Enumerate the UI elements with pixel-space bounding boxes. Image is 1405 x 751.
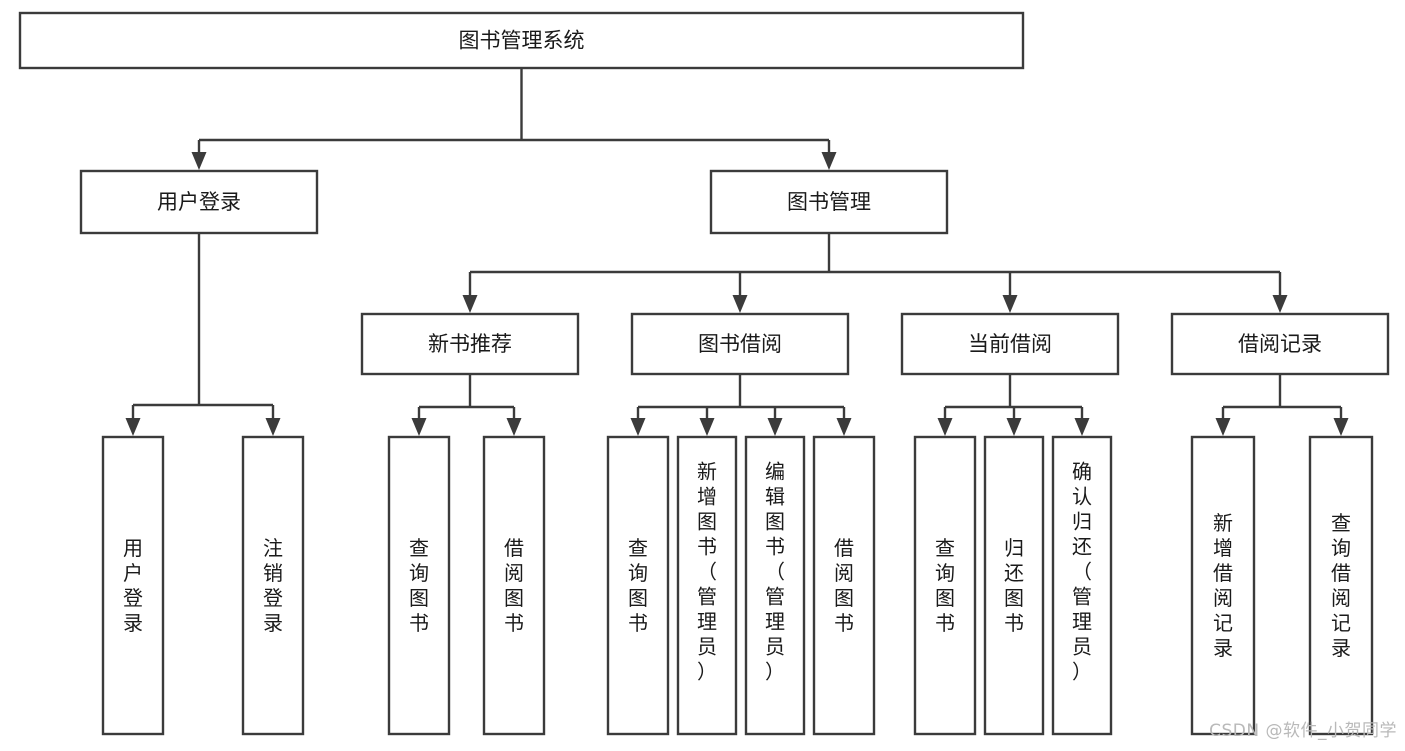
node-box-leaf-query-book-1 [387, 435, 451, 736]
node-label-book-manage: 图书管理 [787, 190, 871, 214]
node-label-leaf-query-book-1: 查询图书 [409, 536, 429, 635]
node-borrow-record[interactable]: 借阅记录 [1170, 312, 1390, 376]
node-label-leaf-query-record: 查询借阅记录 [1331, 511, 1351, 660]
node-box-leaf-add-book [676, 435, 738, 736]
node-box-leaf-logout [241, 435, 305, 736]
node-label-user-login: 用户登录 [157, 190, 241, 214]
node-box-book-manage [709, 169, 949, 235]
node-box-leaf-borrow-book-2 [812, 435, 876, 736]
node-label-current-borrow: 当前借阅 [968, 332, 1052, 356]
node-book-manage[interactable]: 图书管理 [709, 169, 949, 235]
node-box-leaf-borrow-book-1 [482, 435, 546, 736]
arrow-head [506, 418, 522, 436]
arrow-head [1333, 418, 1349, 436]
node-label-leaf-add-record: 新增借阅记录 [1213, 511, 1233, 660]
node-leaf-add-record[interactable]: 新增借阅记录 [1190, 435, 1256, 736]
node-leaf-query-book-3[interactable]: 查询图书 [913, 435, 977, 736]
node-box-new-book-recommend [360, 312, 580, 376]
watermark-label: CSDN @软件_小贺同学 [1209, 721, 1397, 741]
node-label-leaf-borrow-book-1: 借阅图书 [504, 536, 524, 635]
arrow-head [1272, 295, 1288, 313]
node-label-leaf-query-book-3: 查询图书 [935, 536, 955, 635]
node-new-book-recommend[interactable]: 新书推荐 [360, 312, 580, 376]
node-box-leaf-add-record [1190, 435, 1256, 736]
node-leaf-confirm-return[interactable]: 确认归还（管理员） [1051, 435, 1113, 736]
node-box-book-borrow [630, 312, 850, 376]
arrow-head [191, 152, 207, 170]
node-leaf-user-login[interactable]: 用户登录 [101, 435, 165, 736]
arrow-head [699, 418, 715, 436]
node-leaf-borrow-book-2[interactable]: 借阅图书 [812, 435, 876, 736]
node-box-leaf-query-record [1308, 435, 1374, 736]
arrow-head [836, 418, 852, 436]
edge-group-book-borrow [630, 374, 852, 436]
arrow-head [462, 295, 478, 313]
node-leaf-query-book-2[interactable]: 查询图书 [606, 435, 670, 736]
node-leaf-add-book[interactable]: 新增图书（管理员） [676, 435, 738, 736]
node-label-leaf-add-book: 新增图书（管理员） [697, 460, 717, 684]
edge-group-current-borrow [937, 374, 1090, 436]
node-box-current-borrow [900, 312, 1120, 376]
node-label-book-borrow: 图书借阅 [698, 332, 782, 356]
node-box-leaf-return-book [983, 435, 1045, 736]
node-leaf-edit-book[interactable]: 编辑图书（管理员） [744, 435, 806, 736]
node-box-leaf-confirm-return [1051, 435, 1113, 736]
arrow-head [821, 152, 837, 170]
node-label-leaf-return-book: 归还图书 [1004, 536, 1024, 635]
node-label-leaf-query-book-2: 查询图书 [628, 536, 648, 635]
node-box-leaf-edit-book [744, 435, 806, 736]
node-leaf-return-book[interactable]: 归还图书 [983, 435, 1045, 736]
node-leaf-borrow-book-1[interactable]: 借阅图书 [482, 435, 546, 736]
arrow-head [411, 418, 427, 436]
node-leaf-query-book-1[interactable]: 查询图书 [387, 435, 451, 736]
edge-group-user-login [125, 233, 281, 436]
node-leaf-logout[interactable]: 注销登录 [241, 435, 305, 736]
node-box-root [18, 11, 1025, 70]
node-label-leaf-borrow-book-2: 借阅图书 [834, 536, 854, 635]
node-box-leaf-user-login [101, 435, 165, 736]
arrow-head [937, 418, 953, 436]
node-label-borrow-record: 借阅记录 [1238, 332, 1322, 356]
node-label-new-book-recommend: 新书推荐 [428, 332, 512, 356]
edge-group-borrow-record [1215, 374, 1349, 436]
node-label-leaf-user-login: 用户登录 [123, 536, 143, 635]
arrow-head [125, 418, 141, 436]
node-box-borrow-record [1170, 312, 1390, 376]
node-leaf-query-record[interactable]: 查询借阅记录 [1308, 435, 1374, 736]
node-box-leaf-query-book-2 [606, 435, 670, 736]
node-box-leaf-query-book-3 [913, 435, 977, 736]
node-current-borrow[interactable]: 当前借阅 [900, 312, 1120, 376]
node-label-leaf-confirm-return: 确认归还（管理员） [1072, 460, 1092, 684]
arrow-head [1074, 418, 1090, 436]
arrow-head [767, 418, 783, 436]
node-label-leaf-edit-book: 编辑图书（管理员） [765, 460, 785, 684]
arrow-head [630, 418, 646, 436]
arrow-head [1002, 295, 1018, 313]
nodes-layer: 图书管理系统用户登录图书管理新书推荐图书借阅当前借阅借阅记录用户登录注销登录查询… [18, 11, 1390, 736]
arrow-head [265, 418, 281, 436]
node-label-root: 图书管理系统 [459, 29, 585, 53]
node-box-user-login [79, 169, 319, 235]
node-book-borrow[interactable]: 图书借阅 [630, 312, 850, 376]
node-root[interactable]: 图书管理系统 [18, 11, 1025, 70]
edge-group-book-manage [462, 233, 1288, 313]
arrow-head [1006, 418, 1022, 436]
arrow-head [1215, 418, 1231, 436]
node-label-leaf-logout: 注销登录 [263, 536, 283, 635]
node-user-login[interactable]: 用户登录 [79, 169, 319, 235]
arrow-head [732, 295, 748, 313]
edges-layer [125, 68, 1349, 436]
edge-group-new-book-recommend [411, 374, 522, 436]
edge-group-root [191, 68, 837, 170]
